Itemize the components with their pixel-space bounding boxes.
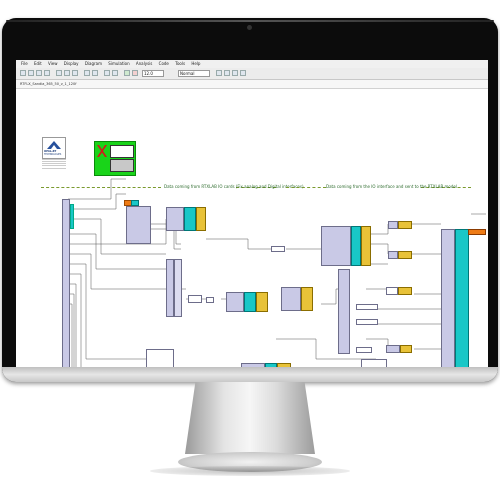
cyan-tag-top[interactable] [131, 200, 139, 206]
subsystem-io-b[interactable] [166, 207, 184, 231]
subsystem-io-a[interactable] [126, 206, 151, 244]
subsystem-io-b-yellow[interactable] [196, 207, 206, 231]
cut-icon[interactable] [56, 70, 62, 76]
menu-file[interactable]: File [21, 61, 28, 66]
input-bus-cyan[interactable] [70, 204, 74, 229]
left-divider-right [236, 187, 276, 188]
note-right: Data coming from the IO interface and se… [326, 184, 457, 189]
const-b-yellow[interactable] [400, 345, 412, 353]
scope-link-c[interactable] [356, 347, 372, 353]
note-left: Data coming from RTXLAB IO cards (Fix an… [164, 184, 304, 189]
new-model-icon[interactable] [20, 70, 26, 76]
menu-code[interactable]: Code [158, 61, 169, 66]
delay-a[interactable] [388, 221, 398, 229]
copy-icon[interactable] [64, 70, 70, 76]
menu-tools[interactable]: Tools [175, 61, 186, 66]
paste-icon[interactable] [72, 70, 78, 76]
menu-help[interactable]: Help [191, 61, 201, 66]
gain-mid[interactable] [188, 295, 202, 303]
subsystem-mid-a-cyan[interactable] [244, 292, 256, 312]
xilinx-icon [97, 145, 107, 157]
subsystem-mid-a[interactable] [226, 292, 244, 312]
subsystem-out-a[interactable] [321, 226, 351, 266]
toolbar: 12.0 Normal [16, 68, 488, 80]
menu-edit[interactable]: Edit [33, 61, 42, 66]
monitor-bezel: File Edit View Display Diagram Simulatio… [2, 18, 498, 382]
system-sub-white [110, 145, 134, 158]
model-explorer-icon[interactable] [112, 70, 118, 76]
menu-bar: File Edit View Display Diagram Simulatio… [16, 60, 488, 68]
logo-text-line1: OPAL-RT [44, 150, 57, 153]
small-gain-a[interactable] [271, 246, 285, 252]
signal-lines [68, 178, 486, 380]
delay-b[interactable] [388, 251, 398, 259]
menu-display[interactable]: Display [63, 61, 79, 66]
model-path: RTFLX_Sandia_365_50_v_1_120f [16, 80, 488, 89]
mux-middle[interactable] [166, 259, 174, 317]
monitor-stand [185, 382, 315, 454]
run-icon[interactable] [124, 70, 130, 76]
debug-icon[interactable] [232, 70, 238, 76]
opal-rt-logo: OPAL-RT TECHNOLOGIES [42, 137, 66, 159]
bezel-highlight [6, 20, 494, 22]
right-divider-left [286, 187, 326, 188]
logo-text-line2: TECHNOLOGIES [44, 153, 62, 156]
base-shadow [150, 466, 350, 476]
subsystem-out-a-cyan[interactable] [351, 226, 361, 266]
sim-time-input[interactable]: 12.0 [142, 70, 164, 77]
const-b[interactable] [386, 345, 400, 353]
save-icon[interactable] [36, 70, 42, 76]
delay-a-yellow[interactable] [398, 221, 412, 229]
print-icon[interactable] [44, 70, 50, 76]
open-icon[interactable] [28, 70, 34, 76]
screen: File Edit View Display Diagram Simulatio… [16, 60, 488, 380]
zoom-icon[interactable] [240, 70, 246, 76]
menu-view[interactable]: View [48, 61, 58, 66]
system-control-block[interactable] [94, 141, 136, 176]
scope-link-b[interactable] [356, 319, 378, 325]
undo-icon[interactable] [84, 70, 90, 76]
monitor-chin [2, 367, 498, 382]
monitor-base [178, 452, 322, 472]
scope-link-a[interactable] [356, 304, 378, 310]
input-bus-left[interactable] [62, 199, 70, 369]
model-canvas[interactable]: OPAL-RT TECHNOLOGIES Data coming from RT… [16, 89, 488, 380]
sim-mode-select[interactable]: Normal [178, 70, 210, 77]
subsystem-mid-b[interactable] [281, 287, 301, 311]
system-sub-gray [110, 159, 134, 172]
delay-b-yellow[interactable] [398, 251, 412, 259]
subsystem-mid-a-yellow[interactable] [256, 292, 268, 312]
update-diagram-icon[interactable] [224, 70, 230, 76]
const-a-yellow[interactable] [398, 287, 412, 295]
right-divider-right [421, 187, 471, 188]
menu-diagram[interactable]: Diagram [84, 61, 103, 66]
subsystem-mid-b-yellow[interactable] [301, 287, 313, 311]
mux-middle-b[interactable] [174, 259, 182, 317]
const-a[interactable] [386, 287, 398, 295]
library-browser-icon[interactable] [104, 70, 110, 76]
demux-right[interactable] [338, 269, 350, 354]
menu-simulation[interactable]: Simulation [108, 61, 130, 66]
gain-mid-b[interactable] [206, 297, 214, 303]
output-tag-orange[interactable] [468, 229, 486, 235]
stop-icon[interactable] [132, 70, 138, 76]
output-bus-right-cyan[interactable] [455, 229, 469, 380]
webcam [247, 25, 252, 30]
subsystem-out-a-yellow[interactable] [361, 226, 371, 266]
left-divider-left [41, 187, 161, 188]
redo-icon[interactable] [92, 70, 98, 76]
menu-analysis[interactable]: Analysis [135, 61, 153, 66]
output-bus-right[interactable] [441, 229, 455, 380]
subsystem-io-b-cyan[interactable] [184, 207, 196, 231]
build-icon[interactable] [216, 70, 222, 76]
logo-caption-lines [42, 159, 66, 169]
